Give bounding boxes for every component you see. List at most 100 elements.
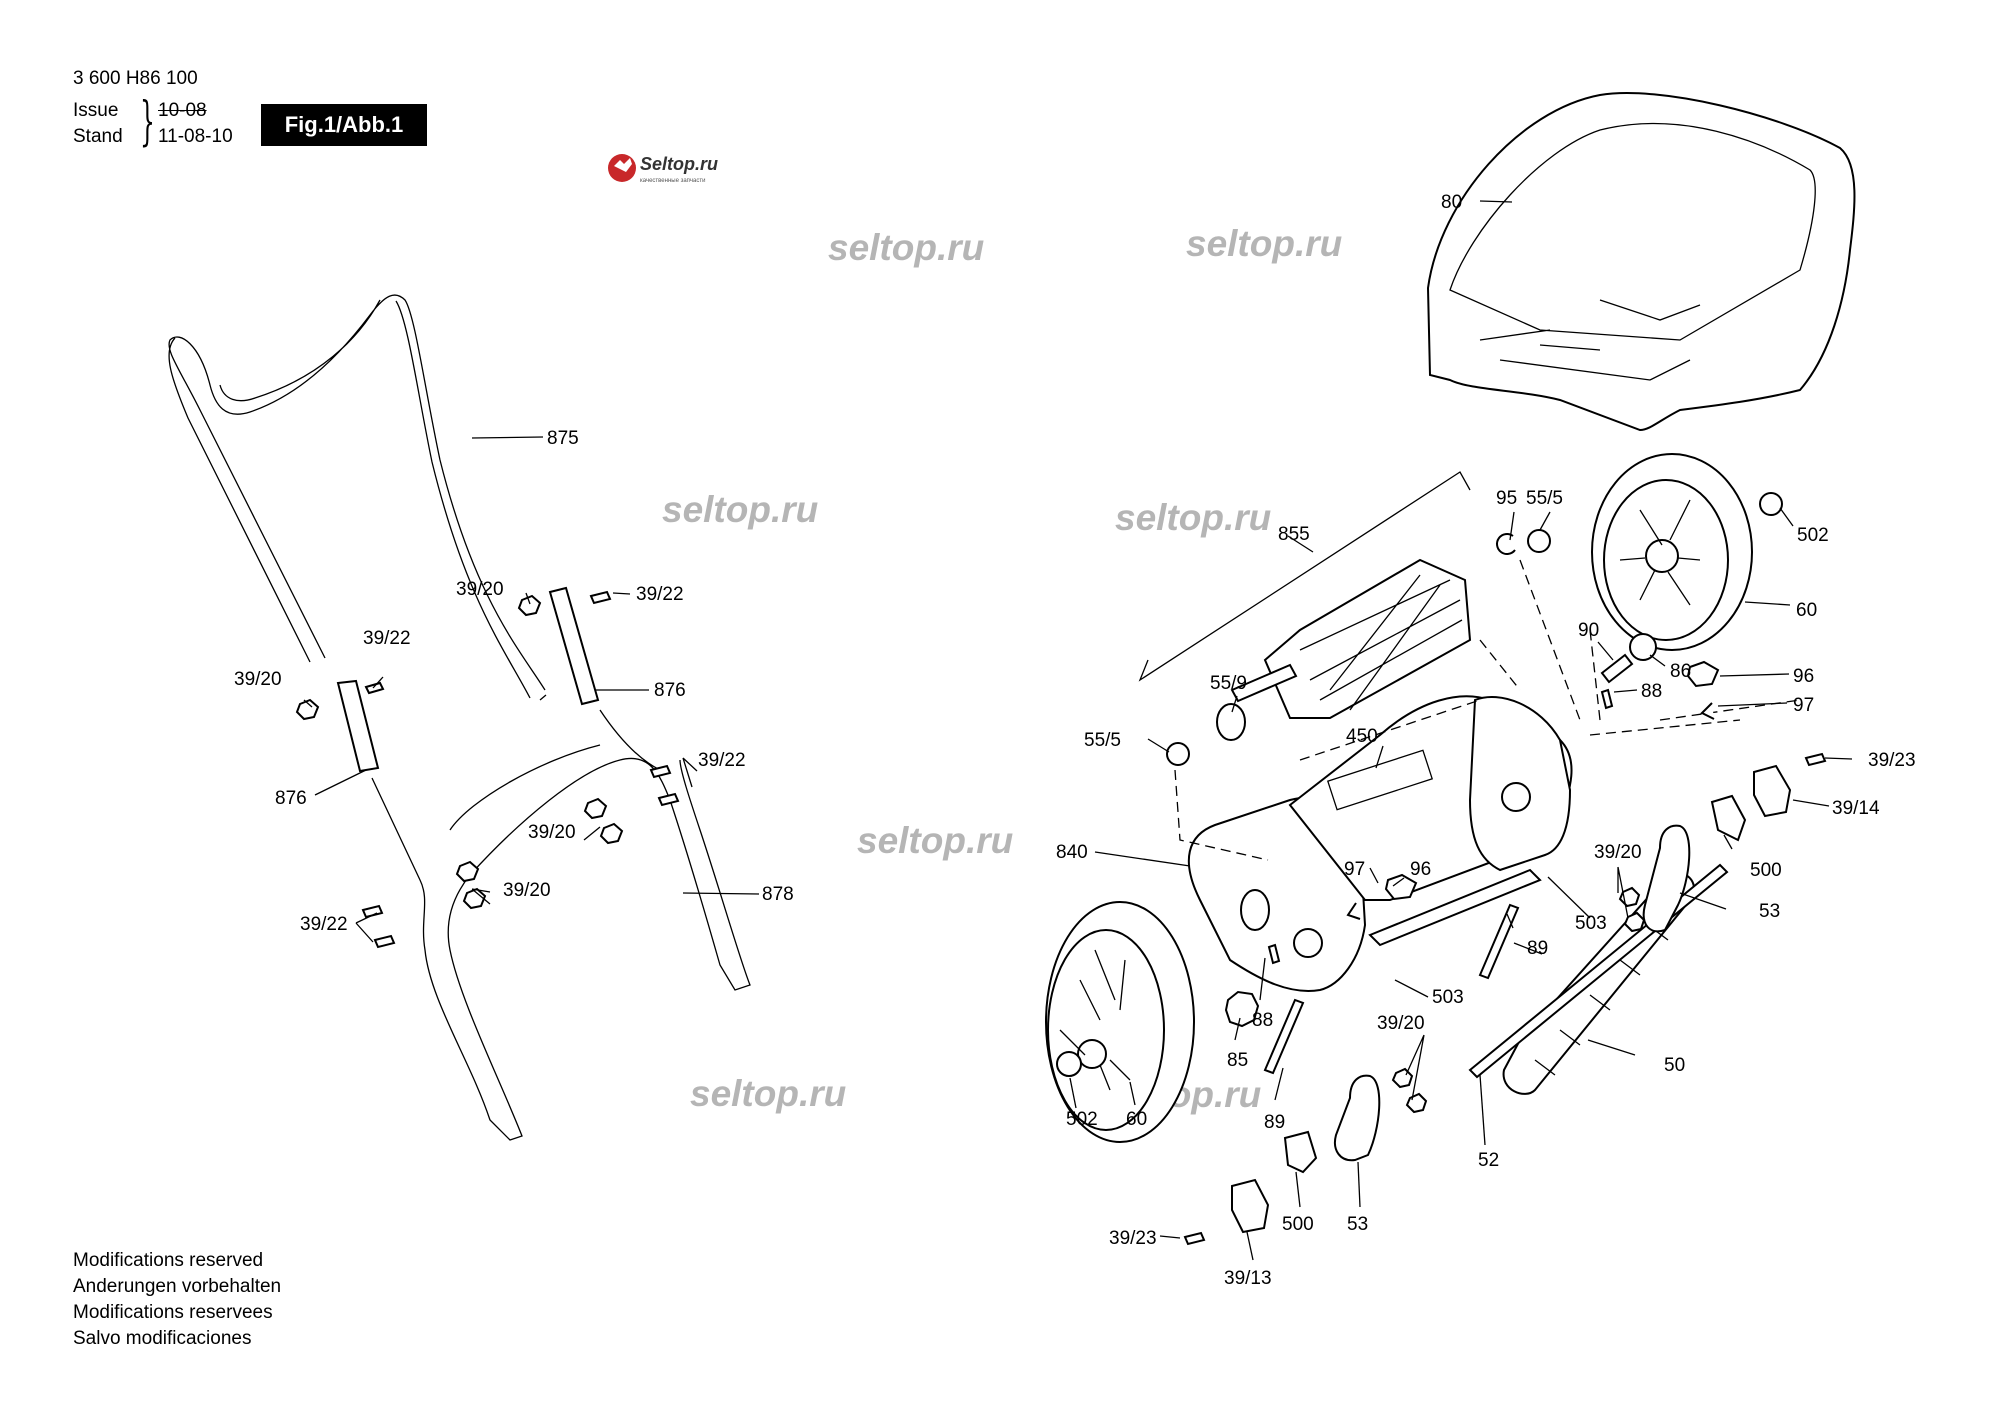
stand-date: 11-08-10 xyxy=(158,126,233,147)
issue-label: Issue xyxy=(73,100,119,121)
watermarks: seltop.ru seltop.ru seltop.ru seltop.ru … xyxy=(662,223,1342,1115)
grass-box-80 xyxy=(1426,92,1856,432)
part-label-855: 855 xyxy=(1278,524,1310,545)
shaft-52 xyxy=(1468,863,1729,1079)
leader-line xyxy=(314,769,367,796)
leader-line xyxy=(1719,673,1790,677)
seltop-logo: Seltop.ru качественные запчасти xyxy=(608,154,718,184)
axle-stub xyxy=(1240,889,1270,931)
upper-handle-875 xyxy=(168,294,547,701)
figure-badge: Fig.1/Abb.1 xyxy=(261,104,427,146)
leader-line xyxy=(1392,877,1405,887)
leader-line xyxy=(1147,738,1170,753)
handle-fasteners xyxy=(295,590,680,949)
part-label-95: 95 xyxy=(1496,488,1517,509)
part-label-53: 53 xyxy=(1759,901,1780,922)
part-label-39-20: 39/20 xyxy=(503,880,551,901)
part-label-86: 86 xyxy=(1670,661,1691,682)
small-parts xyxy=(1056,492,1827,1246)
screw-icon xyxy=(364,681,385,695)
nut-icon xyxy=(599,822,624,845)
leader-line xyxy=(1129,1081,1136,1106)
screw-icon xyxy=(649,764,672,779)
screw-icon xyxy=(1804,752,1827,767)
leader-line xyxy=(1679,892,1727,910)
height-plate-53-icon xyxy=(1642,824,1691,933)
bolt-89-icon xyxy=(1263,998,1305,1075)
nut-icon xyxy=(517,594,542,617)
leader-line xyxy=(1717,702,1788,707)
circlip-95-icon xyxy=(1496,533,1516,555)
part-label-96: 96 xyxy=(1410,859,1431,880)
part-label-876: 876 xyxy=(654,680,686,701)
screw-icon xyxy=(373,934,396,949)
axle-pin-90-icon xyxy=(1600,653,1634,684)
screw-icon xyxy=(589,590,612,605)
nut-icon xyxy=(295,698,320,721)
leader-line xyxy=(1094,851,1191,867)
part-label-500: 500 xyxy=(1750,860,1782,881)
axle-hub xyxy=(1293,928,1323,958)
mower-body xyxy=(1138,471,1801,992)
part-label-39-20: 39/20 xyxy=(528,822,576,843)
leader-line xyxy=(1287,535,1314,553)
part-label-60: 60 xyxy=(1126,1109,1147,1130)
notice-line-de: Anderungen vorbehalten xyxy=(73,1276,282,1297)
logo-hand-icon xyxy=(614,158,632,172)
assembly-dashes xyxy=(1174,559,1801,861)
assembly-bracket xyxy=(1138,471,1471,682)
part-label-39-20: 39/20 xyxy=(456,579,504,600)
leader-line xyxy=(1597,641,1614,661)
part-label-450: 450 xyxy=(1346,726,1378,747)
part-label-39-20: 39/20 xyxy=(1594,842,1642,863)
part-label-88: 88 xyxy=(1641,681,1662,702)
spring-55-9-icon xyxy=(1216,703,1246,741)
part-label-50: 50 xyxy=(1664,1055,1685,1076)
part-label-876: 876 xyxy=(275,788,307,809)
grass-box-inner xyxy=(1449,122,1816,381)
part-label-503: 503 xyxy=(1575,913,1607,934)
leader-line xyxy=(1617,866,1629,919)
part-label-39-22: 39/22 xyxy=(300,914,348,935)
watermark: seltop.ru xyxy=(828,227,984,268)
leader-line xyxy=(1513,942,1543,955)
lower-tube-876-left xyxy=(336,679,380,773)
leader-line xyxy=(1274,1067,1284,1101)
cutting-cylinder-855 xyxy=(1263,558,1472,719)
leader-line xyxy=(355,912,378,943)
bracket-39-13-icon xyxy=(1231,1178,1270,1234)
notice-line-es: Salvo modificaciones xyxy=(73,1328,252,1349)
part-label-53: 53 xyxy=(1347,1214,1368,1235)
lower-tube-876-right xyxy=(548,586,600,706)
part-label-90: 90 xyxy=(1578,620,1599,641)
height-plate-53-icon xyxy=(1334,1074,1381,1162)
part-label-39-14: 39/14 xyxy=(1832,798,1880,819)
issue-date: 10-08 xyxy=(158,100,207,121)
part-label-96: 96 xyxy=(1793,666,1814,687)
bearing-55-5-icon xyxy=(1166,742,1190,766)
lower-frame-878 xyxy=(371,709,751,1141)
nut-icon xyxy=(455,860,480,883)
document-number: 3 600 H86 100 xyxy=(73,68,198,89)
part-label-55-5: 55/5 xyxy=(1526,488,1563,509)
screw-icon xyxy=(1183,1231,1206,1246)
leader-line xyxy=(682,757,698,788)
part-label-39-23: 39/23 xyxy=(1109,1228,1157,1249)
clip-97-icon xyxy=(1346,902,1361,920)
leader-line xyxy=(1069,1077,1077,1109)
part-label-502: 502 xyxy=(1066,1109,1098,1130)
leader-line xyxy=(525,592,531,605)
leader-line xyxy=(1613,689,1638,693)
part-labels: 80 875 876 876 878 39/20 39/20 39/20 39/… xyxy=(234,192,1916,1289)
nut-icon xyxy=(1405,1092,1428,1114)
wheel-hub xyxy=(1077,1039,1107,1069)
leader-line xyxy=(1357,1161,1361,1208)
leader-line xyxy=(471,436,544,439)
nut-icon xyxy=(1623,911,1646,933)
roller-ridges xyxy=(1534,924,1669,1076)
bracket-39-14-icon xyxy=(1753,764,1792,818)
label-plate-450 xyxy=(1326,749,1434,811)
leader-line xyxy=(612,592,631,595)
part-label-89: 89 xyxy=(1527,938,1548,959)
